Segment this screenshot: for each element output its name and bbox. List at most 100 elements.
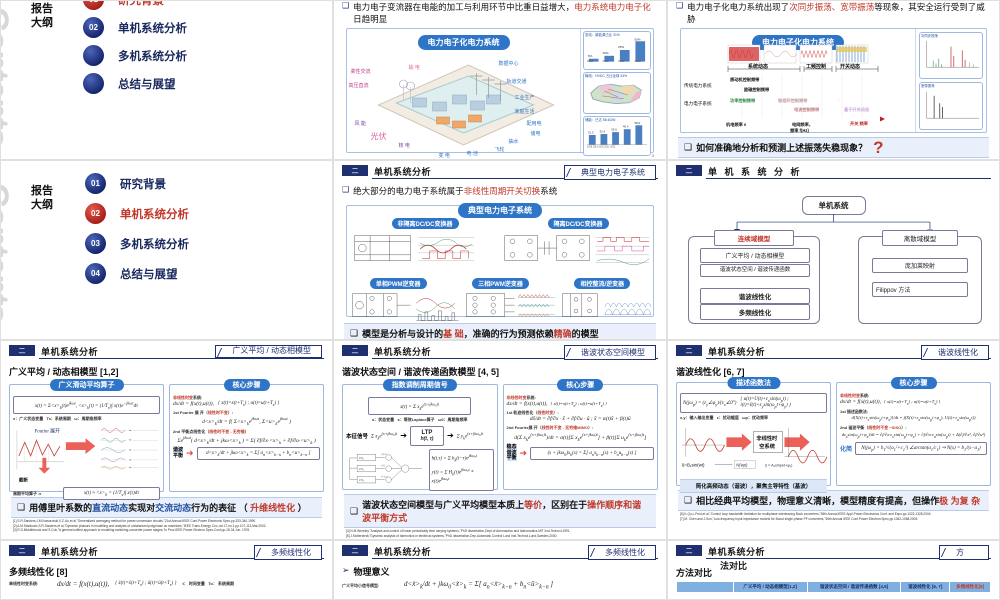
header-rule	[372, 358, 658, 359]
reference-item: [3] R.D.Middlebrook and S.Cuk,"A general…	[13, 528, 251, 533]
toc-item-label: 总结与展望	[120, 268, 178, 281]
bullet-square-icon: ❑	[350, 505, 359, 516]
toc-item[interactable]: 多机系统分析	[83, 45, 187, 66]
footer-text: 谐波状态空间模型与广义平均模型本质上等价，区别在于操作顺序和谐波平衡方式	[362, 500, 642, 523]
section-number-mark: 二	[342, 165, 368, 176]
formula-multifrequency: dx/dt = f(x(t),u(t)),	[57, 580, 110, 588]
formula-legend: s：状态变量 s：等效Laplace算子 ω0：周期角频率	[371, 416, 468, 422]
svg-text:电 池: 电 池	[467, 150, 478, 157]
vertical-title-4: 报告大纲	[31, 185, 53, 211]
side-panel-title: 宽带振荡	[921, 84, 935, 89]
toc-item-label: 多机系统分析	[120, 238, 189, 251]
step-label-0: 非线性时变系统:	[173, 395, 203, 400]
step-formula-0: dx/dt = f(x(t),u(t)), { x(t)=x(t+Ts) ; u…	[840, 399, 941, 407]
svg-text:开关 频率: 开关 频率	[850, 120, 869, 127]
formula-periodic-average: x(t) ≈ <x>0 = (1/Ts)∫ x(τ)dτ	[63, 486, 160, 500]
toc-number-badge: 04	[85, 263, 106, 284]
svg-text:非线性时: 非线性时	[756, 434, 778, 442]
slide-thumbnail-12[interactable]: 二 单机系统分析 方 法对比 方法对比 广义平均 / 动态相模型[1,2] 谐波…	[667, 540, 1000, 600]
slide-thumbnail-8[interactable]: 二 单机系统分析 谐波状态空间模型 谐波状态空间 / 谐波传递函数模型 [4, …	[333, 340, 667, 540]
bullet-tail: 系统	[540, 186, 558, 196]
converter-label-1: 非隔离DC/DC变换器	[391, 218, 459, 229]
toc-item[interactable]: 03 多机系统分析	[85, 233, 189, 254]
svg-text:⇒: ⇒	[129, 448, 132, 452]
slide-thumbnail-3[interactable]: ❑ 电力电子化电力系统出现了次同步振荡、宽带振荡等现象，其安全运行受到了威胁 电…	[667, 0, 1000, 160]
slide7-footer-bar: ❑ 用傅里叶系数的直流动态实现对交流动态行为的表征 （ 升维线性化 ）	[11, 497, 322, 518]
left-panel-footer: 简化高频动态（谐波），聚焦主导特性（基波）	[680, 479, 827, 494]
svg-text:⇒: ⇒	[129, 458, 132, 462]
bullet-square-icon: ❑	[17, 502, 26, 512]
slide-section-tag: 多频线性化	[254, 545, 322, 560]
bullet-text: 电力电子变流器在电能的加工与利用环节中比重日益增大，	[353, 2, 575, 12]
slide3-bullet: ❑ 电力电子化电力系统出现了次同步振荡、宽带振荡等现象，其安全运行受到了威胁	[676, 1, 991, 25]
slide-thumbnail-5[interactable]: 二 单机系统分析 典型电力电子系统 ❑ 绝大部分的电力电子系统属于非线性周期开关…	[333, 160, 667, 340]
toc-item[interactable]: 04 总结与展望	[85, 263, 189, 284]
slide8-footer-bar: ❑ 谐波状态空间模型与广义平均模型本质上等价，区别在于操作顺序和谐波平衡方式	[344, 494, 656, 528]
section-number-mark: 二	[342, 545, 368, 556]
section-number-mark: 二	[9, 345, 35, 356]
bullet-text: 电力电子化电力系统出现了	[687, 2, 790, 12]
line-label: 广义平均小信号模型:	[342, 582, 380, 588]
slide-thumbnail-6[interactable]: 二 单 机 系 统 分 析 单机系统 连续域模型 广义平均 / 动态相模型 谐波…	[667, 160, 1000, 340]
toc-item-label: 单机系统分析	[118, 22, 187, 35]
header-rule	[372, 558, 658, 559]
slide-title: 单机系统分析	[708, 547, 766, 557]
branch-title-discrete: 离散域模型	[882, 230, 958, 246]
slide-section-tag: 谐波线性化	[921, 345, 989, 360]
svg-text:50%: 50%	[634, 38, 640, 42]
toc-item[interactable]: 01 研究背景	[85, 173, 189, 194]
slide-thumbnail-4[interactable]: Contents 报告大纲 01 研究背景 02 单机系统分析 03 多机系统分…	[0, 160, 333, 340]
header-rule	[706, 358, 991, 359]
slide-thumbnail-10[interactable]: 二 单机系统分析 多频线性化 多频线性化 [8] 单线性时变系统: dx/dt …	[0, 540, 333, 600]
step-label-2: 2nd 谐波平衡（线性时不变 −SISO）:	[840, 425, 907, 431]
table-header-cell	[676, 581, 734, 593]
panel-title: 指数调制周期信号	[382, 379, 457, 391]
step-formula-3: d<x>k/dt + jkω<x>k = Σ[ an<x>k−n + bn<u>…	[196, 447, 320, 461]
converter-gallery: 典型电力电子系统 非隔离DC/DC变换器 隔离DC/DC变换器	[346, 203, 654, 321]
slide-thumbnail-2[interactable]: ❑ 电力电子变流器在电能的加工与利用环节中比重日益增大，电力系统电力电子化日趋明…	[333, 0, 667, 160]
toc-number-badge: 02	[83, 17, 104, 38]
formula-legend: x：广义状态变量 Ts：系统周期 ω：周期角频率	[13, 415, 102, 421]
formula-periodicity: { x̄(t)=x̄(t+Ts) ; ū(t)=ū(t+Ts) }	[115, 581, 177, 587]
slide7-right-panel: 核心步骤 非线性时变系统: dx/dt = f(x(t),u(t)), { x(…	[169, 379, 324, 492]
toc-item[interactable]: 02 单机系统分析	[85, 203, 189, 224]
table-header-cell: 多频线性化[8]	[949, 581, 991, 593]
slide-title: 单机系统分析	[41, 347, 99, 357]
slide5-footer-bar: ❑ 模型是分析与设计的基 础，准确的行为预测依赖精确的模型	[344, 323, 656, 339]
svg-text:配用电: 配用电	[527, 120, 542, 127]
slide8-subtitle: 谐波状态空间 / 谐波传递函数模型 [4, 5]	[342, 367, 500, 377]
converter-schematics-row1	[354, 235, 650, 265]
toc-item[interactable]: 01 研究背景	[83, 1, 187, 10]
slide-thumbnail-9[interactable]: 二 单机系统分析 谐波线性化 谐波线性化 [6, 7] 描述函数法 N(jωp)…	[667, 340, 1000, 540]
harmonic-balance-label: 稳态谐波平衡	[506, 444, 517, 462]
branch-child: 多频线性化	[700, 304, 810, 320]
svg-text:光伏: 光伏	[371, 131, 387, 141]
step-label-1: 1st 描述函数法:	[840, 409, 869, 415]
toc-item[interactable]: 总结与展望	[83, 73, 187, 94]
svg-text:32.4: 32.4	[600, 130, 606, 134]
slide-thumbnail-11[interactable]: 二 单机系统分析 多频线性化 ➢ 物理意义 广义平均小信号模型: d<x̃>k/…	[333, 540, 667, 600]
svg-text:⇒: ⇒	[129, 428, 132, 432]
slide7-subtitle: 广义平均 / 动态相模型 [1,2]	[9, 367, 119, 377]
svg-text:开关动态: 开关动态	[840, 63, 860, 70]
converter-label-4: 三相PWM逆变器	[472, 278, 529, 289]
step-label-1: 1st 轨迹线性化（线性时变）:	[506, 410, 559, 416]
slide-thumbnail-1[interactable]: Contents 报告大纲 01 研究背景 02 单机系统分析 多机系统分析	[0, 0, 333, 160]
bullet-square-icon: ❑	[342, 185, 350, 194]
toc-number-badge: 03	[85, 233, 106, 254]
svg-text:LTI₃: LTI₃	[359, 478, 364, 482]
slide11-subtitle: 物理意义	[353, 567, 390, 577]
slide8-right-panel: 核心步骤 非线性时变系统: dx/dt = f(x(t),u(t)), { x(…	[502, 379, 658, 490]
slide-section-tag: 多频线性化	[588, 545, 656, 560]
toc-item[interactable]: 02 单机系统分析	[83, 17, 187, 38]
slide-thumbnail-7[interactable]: 二 单机系统分析 广义平均 / 动态相模型 广义平均 / 动态相模型 [1,2]…	[0, 340, 333, 540]
tree-branch-discrete	[858, 236, 982, 324]
spectrum-plot-2	[926, 91, 980, 119]
svg-text:电流控制频带: 电流控制频带	[794, 106, 820, 113]
bullet-highlight: 次同步振荡、宽带振荡	[789, 2, 875, 12]
slide-section-tag: 广义平均 / 动态相模型	[215, 345, 322, 358]
model-tree: 单机系统 连续域模型 广义平均 / 动态相模型 谐波状态空间 / 谐波传递函数 …	[676, 196, 991, 326]
